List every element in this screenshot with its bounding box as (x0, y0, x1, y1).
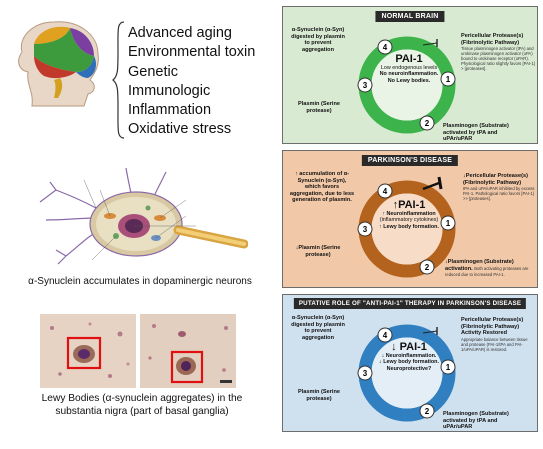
parkinsons-disease-panel: PARKINSON'S DISEASE 4 1 2 3 ↑ accumulati… (282, 150, 538, 288)
panel-title: PARKINSON'S DISEASE (361, 155, 459, 166)
pai1-center: ↑PAI-1 ↑ Neuroinflammation (inflammatory… (379, 199, 439, 230)
node-3-label: 3 (363, 81, 368, 90)
normal-brain-panel: NORMAL BRAIN 4 1 2 3 α-Synuclein (α-Syn)… (282, 6, 538, 144)
step-2-label: Plasminogen (Substrate) activated by tPA… (443, 411, 509, 431)
step-3-label: Plasmin (Serine protease) (298, 101, 340, 114)
risk-factor-item: Advanced aging (128, 25, 232, 41)
lewy-caption-line: Lewy Bodies (α-synuclein aggregates) in … (41, 393, 243, 404)
step-2-label: Plasminogen (Substrate) activated by tPA… (443, 123, 509, 143)
risk-factor-item: Environmental toxin (128, 44, 256, 61)
step-4-label: α-Synuclein (α-Syn) digested by plasmin … (291, 315, 345, 341)
lewy-body-caption: Lewy Bodies (α-synuclein aggregates) in … (4, 392, 280, 418)
node-4-label: 4 (383, 187, 388, 196)
pai1-center: ↓ PAI-1 ↓ Neuroinflammation. ↓ Lewy body… (379, 341, 439, 372)
cycle-ring: 4 1 2 3 (357, 176, 456, 278)
step-1-label: Pericellular Protease(s) (Fibrinolytic P… (461, 33, 535, 72)
node-4-label: 4 (383, 43, 388, 52)
anti-pai1-therapy-panel: PUTATIVE ROLE OF "ANTI-PAI-1" THERAPY IN… (282, 294, 538, 432)
cycle-ring: 4 1 2 3 (357, 36, 456, 134)
histology-slide-left (40, 314, 136, 388)
brace-bracket (112, 21, 125, 139)
neuron-cell-illustration (39, 167, 248, 265)
step-1-label: Pericellular Protease(s) (Fibrinolytic P… (461, 317, 528, 352)
node-1-label: 1 (446, 75, 451, 84)
node-4 (377, 39, 393, 55)
lewy-caption-line: substantia nigra (part of basal ganglia) (55, 406, 229, 417)
risk-factor-item: Inflammation (128, 102, 212, 119)
step-3-label: Plasmin (Serine protease) (298, 389, 340, 402)
step-1-label: ↓Pericellular Protease(s) (Fibrinolytic … (463, 173, 535, 202)
neuron-caption: α-Synuclein accumulates in dopaminergic … (28, 276, 252, 287)
step-3-label: ↓Plasmin (Serine protease) (295, 245, 341, 258)
node-3-label: 3 (363, 225, 368, 234)
step-4-label: α-Synuclein (α-Syn) digested by plasmin … (291, 27, 345, 53)
panel-title: NORMAL BRAIN (375, 11, 445, 22)
step-4-label: ↑ accumulation of α-Synuclein (α-Syn), w… (289, 171, 355, 204)
risk-factor-item: Oxidative stress (128, 121, 232, 138)
node-1 (440, 71, 456, 87)
risk-factor-list: Advanced aging Environmental toxin Genet… (128, 24, 278, 140)
brain-head-illustration (18, 21, 99, 107)
node-1-label: 1 (446, 363, 451, 372)
step-2-label: ↓Plasminogen (Substrate) activation. Bot… (445, 259, 529, 278)
node-3-label: 3 (363, 369, 368, 378)
node-4-label: 4 (383, 331, 388, 340)
histology-slide-right (140, 314, 236, 388)
pai1-center: PAI-1 Low endogenous levels No neuroinfl… (379, 53, 439, 84)
risk-factor-item: Immunologic (128, 82, 211, 99)
node-1-label: 1 (446, 219, 451, 228)
cycle-ring: 4 1 2 3 (357, 324, 456, 422)
risk-factor-item: Genetic (128, 63, 178, 80)
node-2-label: 2 (425, 407, 430, 416)
node-2 (419, 115, 435, 131)
node-2-label: 2 (425, 119, 430, 128)
node-3 (357, 77, 373, 93)
node-2-label: 2 (425, 263, 430, 272)
panel-title: PUTATIVE ROLE OF "ANTI-PAI-1" THERAPY IN… (293, 298, 527, 309)
